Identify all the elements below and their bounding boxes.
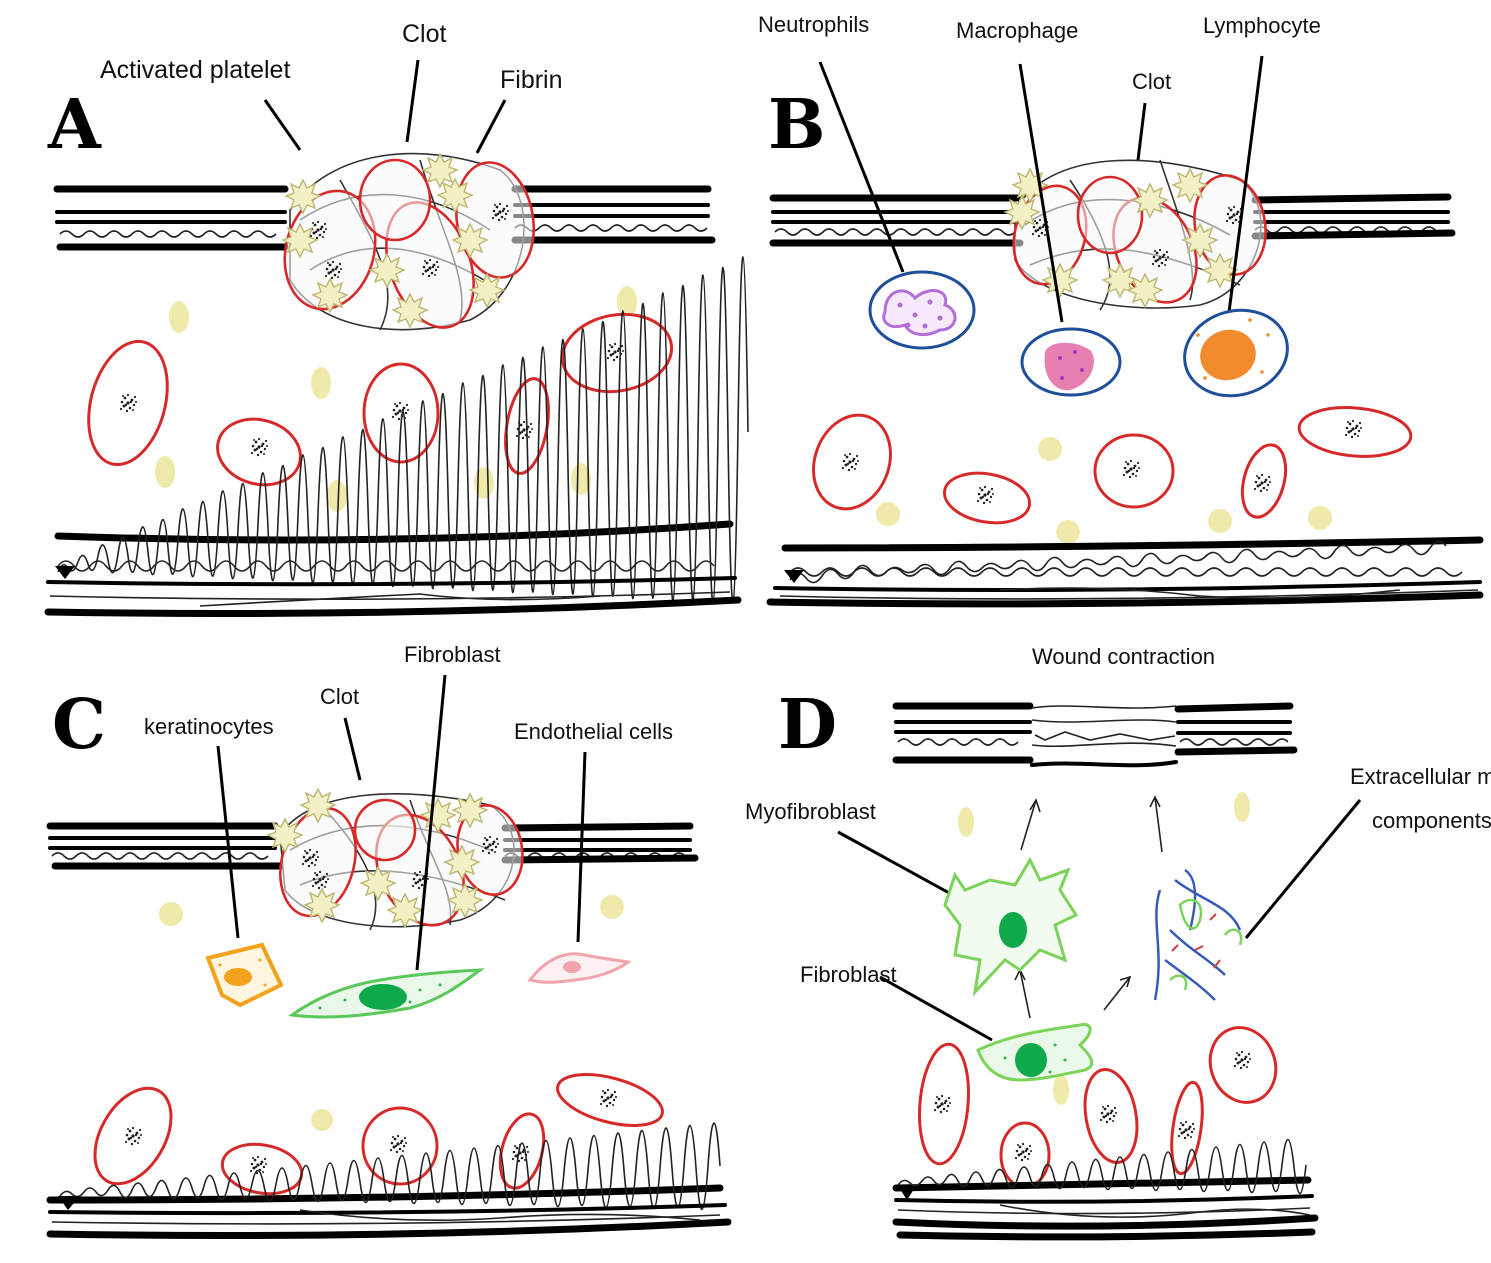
clot: [282, 152, 536, 331]
label-myofibroblast: Myofibroblast: [745, 799, 876, 824]
myofibroblast-cell: [943, 856, 1079, 997]
red-blood-cells: [93, 1073, 664, 1196]
epidermis-layers: [46, 822, 699, 870]
platelets: [159, 895, 624, 1131]
dermis-base: [766, 536, 1484, 608]
label-endothelial-cells: Endothelial cells: [514, 719, 673, 744]
neutrophil-cell: [868, 270, 976, 350]
label-clot: Clot: [402, 20, 447, 48]
dermis-base: [44, 256, 749, 617]
label-lymphocyte: Lymphocyte: [1203, 13, 1321, 38]
dermis-base: [46, 1122, 732, 1239]
label-fibrin: Fibrin: [500, 66, 563, 94]
label-keratinocytes: keratinocytes: [144, 714, 274, 739]
label-wound-contraction: Wound contraction: [1032, 644, 1215, 669]
panel-b: B Neutrophils Macrophage: [758, 12, 1484, 608]
label-neutrophils: Neutrophils: [758, 12, 869, 37]
panel-d: D Wound contraction Myofibroblast Fibrob…: [745, 644, 1491, 1241]
platelets: [958, 792, 1250, 1105]
label-ecm-line-1: Extracellular matrix: [1350, 764, 1491, 789]
epidermis-layers: [769, 193, 1456, 247]
macrophage-cell: [1020, 327, 1122, 397]
fibroblast-cell: [288, 968, 485, 1019]
keratinocyte-cell: [205, 942, 284, 1008]
panel-letter-a: A: [47, 85, 102, 165]
panel-letter-b: B: [768, 85, 825, 165]
label-activated-platelet: Activated platelet: [100, 56, 290, 84]
red-blood-cells: [918, 1026, 1278, 1189]
panel-letter-c: C: [52, 685, 106, 765]
epidermis-layers: [53, 185, 716, 251]
panel-a: A Activated platel: [44, 20, 749, 617]
label-ecm-line-2: components: [1372, 808, 1491, 833]
label-clot: Clot: [1132, 69, 1171, 94]
fibroblast-cell: [976, 1023, 1094, 1082]
dermis-base: [892, 1138, 1319, 1241]
clot: [1004, 159, 1267, 311]
panel-c: C keratinocytes Clot: [46, 642, 732, 1239]
endothelial-cell: [527, 952, 632, 984]
ecm-components: [1153, 868, 1243, 1001]
label-macrophage: Macrophage: [956, 18, 1078, 43]
platelets: [876, 437, 1332, 544]
platelets: [155, 286, 637, 512]
red-blood-cells: [812, 406, 1413, 525]
label-fibroblast: Fibroblast: [800, 962, 897, 987]
panel-letter-d: D: [778, 685, 837, 765]
contracted-epidermis: [892, 702, 1298, 768]
label-clot: Clot: [320, 684, 359, 709]
process-arrows: [1014, 795, 1163, 1019]
clot: [267, 788, 524, 931]
lymphocyte-cell: [1183, 308, 1289, 398]
label-fibroblast: Fibroblast: [404, 642, 501, 667]
